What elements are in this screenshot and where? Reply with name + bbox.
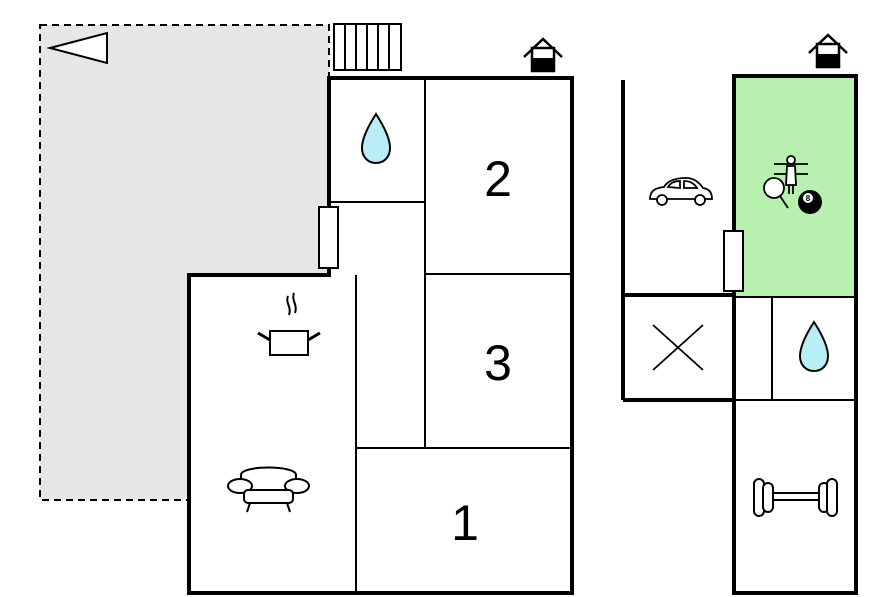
annex-interior-walls <box>734 296 856 401</box>
table-tennis-icon <box>763 177 789 209</box>
billiard-ball-number: 8 <box>806 194 811 203</box>
room-label-bedroom-3: 3 <box>484 335 512 391</box>
water-drop-icon <box>798 320 830 373</box>
stairs-icon <box>333 23 402 71</box>
room-label-bedroom-2: 2 <box>484 151 512 207</box>
cooking-pot-icon <box>257 292 321 356</box>
main-house-interior-walls <box>329 78 572 593</box>
annex-outer-walls <box>732 74 858 595</box>
door <box>318 206 339 269</box>
car-icon <box>649 177 713 206</box>
house-entrance-icon <box>808 33 848 69</box>
terrace <box>39 24 330 501</box>
cross-icon <box>652 324 704 371</box>
house-entrance-icon <box>523 37 563 73</box>
main-house-walls <box>187 76 574 595</box>
annex-walls <box>621 80 734 402</box>
table-football-icon <box>774 155 808 194</box>
sofa-icon <box>227 466 310 513</box>
games-room <box>734 76 856 296</box>
water-drop-icon <box>360 112 392 165</box>
door <box>723 230 744 292</box>
direction-arrow-icon <box>46 31 108 65</box>
billiard-ball-icon: 8 <box>798 190 822 214</box>
dumbbell-icon <box>753 478 838 517</box>
room-label-bedroom-1: 1 <box>451 495 479 551</box>
